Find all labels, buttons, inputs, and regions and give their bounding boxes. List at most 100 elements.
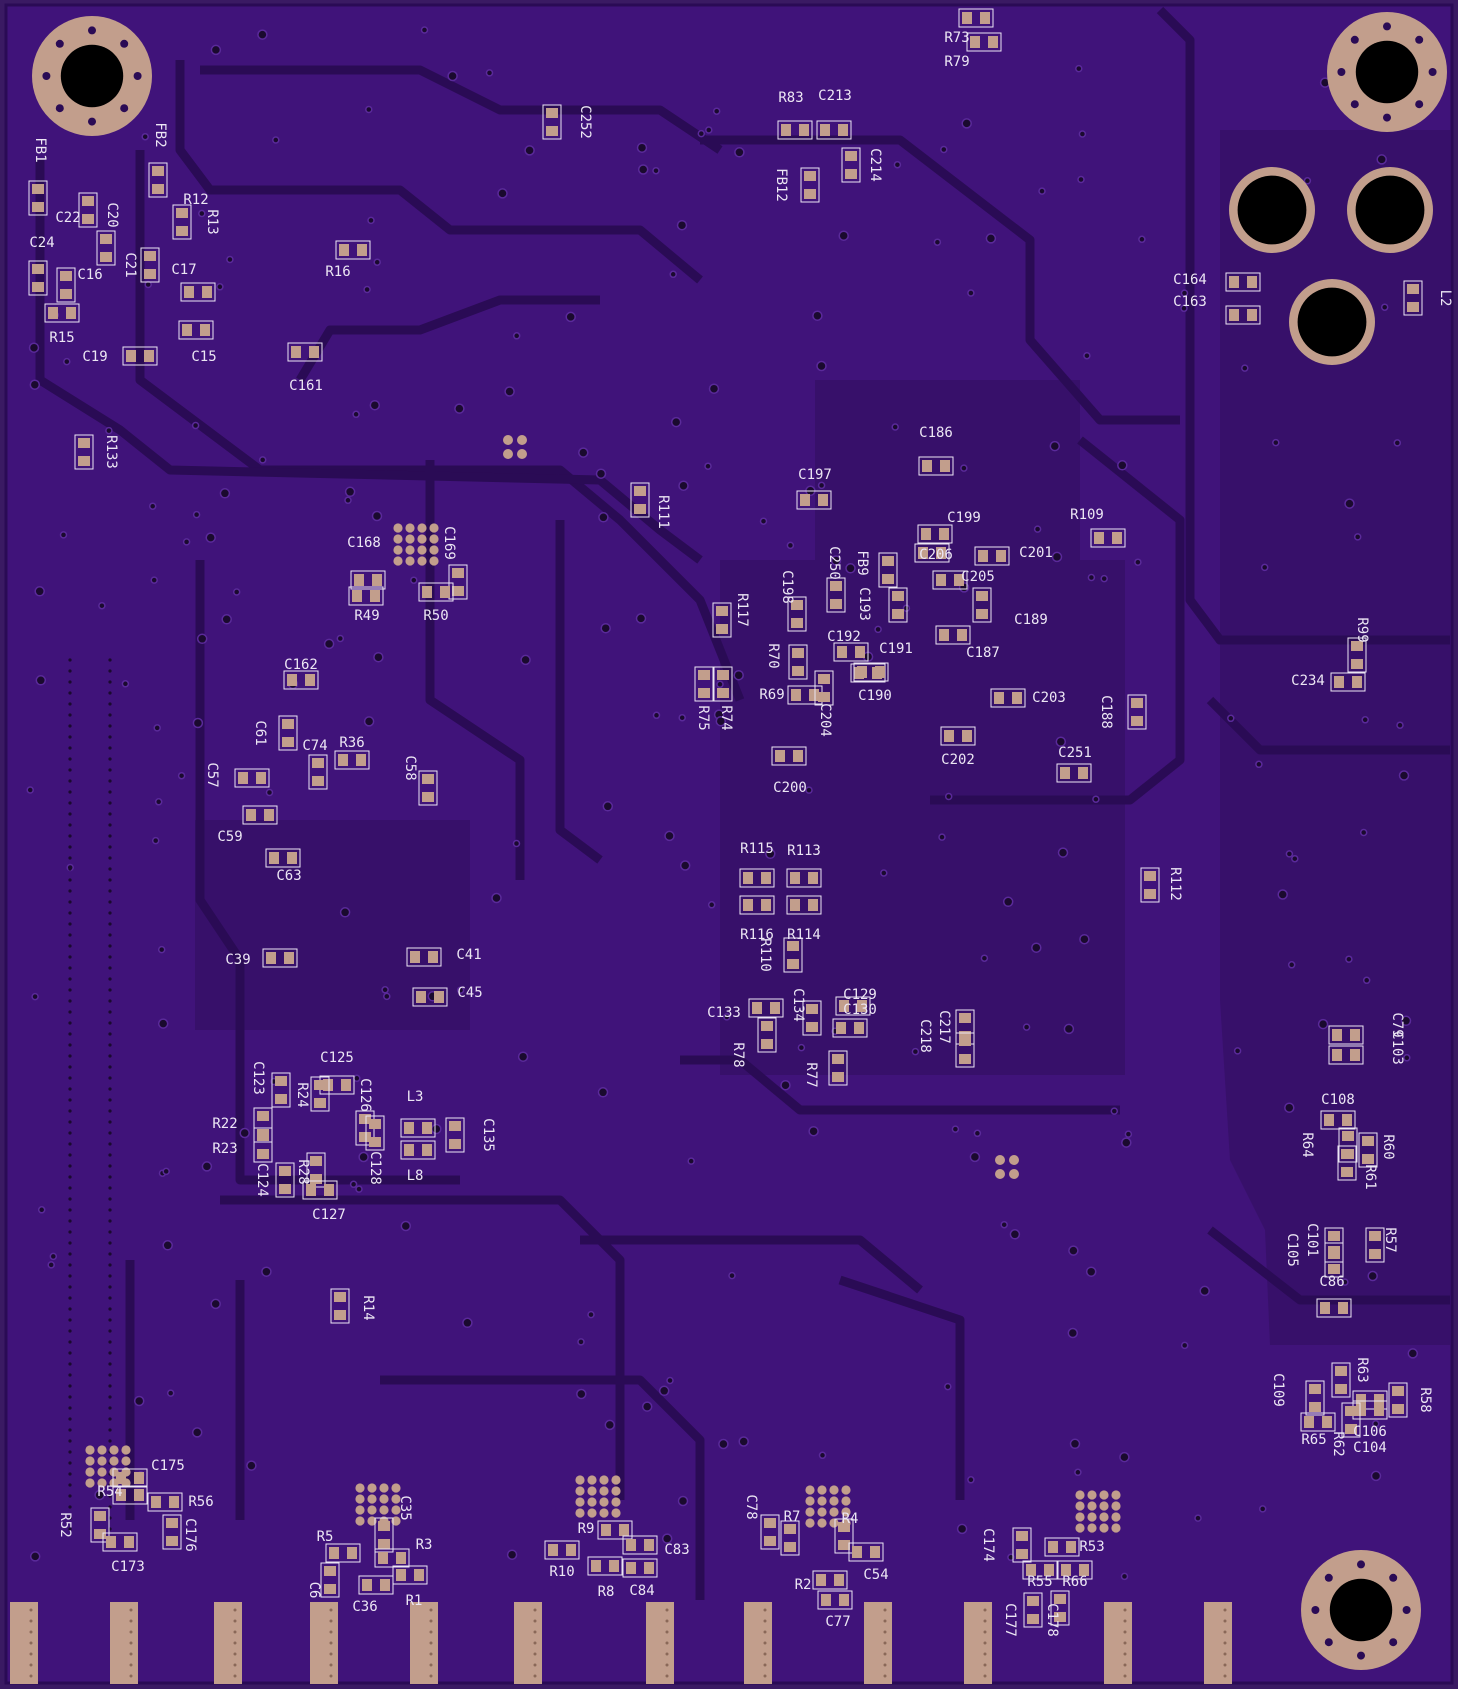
copper-trace bbox=[135, 150, 745, 702]
via bbox=[1361, 716, 1369, 724]
smd-component bbox=[44, 303, 80, 323]
via bbox=[1272, 438, 1280, 447]
silkscreen-designator: R58 bbox=[1417, 1387, 1433, 1412]
smd-component bbox=[271, 1072, 291, 1108]
smd-component bbox=[412, 987, 448, 1007]
via bbox=[597, 1087, 609, 1098]
via bbox=[68, 988, 72, 992]
via bbox=[1403, 1054, 1411, 1062]
silkscreen-designator: C186 bbox=[919, 425, 953, 441]
smd-component bbox=[712, 602, 732, 638]
via bbox=[108, 1406, 112, 1410]
silkscreen-designator: C24 bbox=[29, 235, 54, 251]
via bbox=[192, 717, 204, 729]
edge-pad bbox=[310, 1602, 338, 1684]
via bbox=[759, 517, 768, 525]
smd-component bbox=[834, 1518, 854, 1554]
via bbox=[1233, 1047, 1242, 1055]
smd-component bbox=[828, 1050, 848, 1086]
silkscreen-designator: C205 bbox=[961, 569, 995, 585]
via bbox=[210, 44, 222, 56]
via bbox=[108, 1219, 112, 1223]
smd-component bbox=[786, 868, 822, 888]
via bbox=[1022, 1023, 1031, 1031]
silkscreen-designator: C104 bbox=[1353, 1440, 1387, 1456]
via bbox=[94, 1489, 105, 1501]
smd-component bbox=[448, 564, 468, 600]
via bbox=[817, 481, 826, 490]
via bbox=[1277, 889, 1288, 900]
via bbox=[652, 166, 660, 175]
via bbox=[29, 379, 41, 390]
via bbox=[1359, 828, 1368, 837]
via bbox=[34, 586, 45, 597]
via bbox=[68, 845, 72, 849]
via bbox=[68, 1527, 72, 1531]
silkscreen-designator: C177 bbox=[1002, 1603, 1018, 1637]
smd-component bbox=[935, 625, 971, 645]
via bbox=[1180, 304, 1188, 313]
silkscreen-designator: R62 bbox=[1330, 1431, 1346, 1456]
via bbox=[239, 1127, 250, 1139]
silkscreen-designator: FB9 bbox=[854, 550, 870, 575]
via bbox=[705, 126, 713, 134]
via bbox=[1069, 1438, 1081, 1450]
via bbox=[1083, 351, 1091, 360]
via bbox=[108, 988, 112, 992]
via bbox=[154, 798, 163, 806]
smd-component bbox=[542, 104, 562, 140]
via bbox=[108, 669, 112, 673]
smd-component bbox=[1127, 694, 1147, 730]
via bbox=[669, 270, 677, 279]
smd-component bbox=[786, 895, 822, 915]
via bbox=[68, 1274, 72, 1278]
via bbox=[718, 1438, 729, 1450]
via bbox=[68, 1406, 72, 1410]
smd-component bbox=[140, 247, 160, 283]
smd-component bbox=[796, 490, 832, 510]
smd-component bbox=[1300, 1412, 1336, 1432]
via bbox=[108, 1153, 112, 1157]
via bbox=[108, 1010, 112, 1014]
silkscreen-designator: C126 bbox=[357, 1078, 373, 1112]
via bbox=[219, 488, 231, 499]
smd-component bbox=[1022, 1560, 1058, 1580]
silkscreen-designator: C109 bbox=[1270, 1373, 1286, 1407]
via bbox=[676, 219, 688, 231]
silkscreen-designator: C135 bbox=[480, 1118, 496, 1152]
silkscreen-designator: C206 bbox=[919, 547, 953, 563]
via bbox=[504, 386, 515, 397]
smd-component bbox=[253, 1127, 273, 1163]
silkscreen-designator: R73 bbox=[944, 30, 969, 46]
via bbox=[1002, 896, 1014, 908]
smd-component bbox=[265, 848, 301, 868]
via bbox=[98, 601, 106, 610]
via bbox=[108, 878, 112, 882]
smd-component bbox=[320, 1562, 340, 1598]
via bbox=[658, 1385, 670, 1397]
via bbox=[68, 1329, 72, 1333]
copper-trace bbox=[1156, 6, 1450, 645]
via bbox=[108, 1351, 112, 1355]
silkscreen-designator: R7 bbox=[784, 1509, 801, 1525]
via bbox=[68, 878, 72, 882]
via bbox=[604, 1419, 616, 1431]
smd-component bbox=[1056, 763, 1092, 783]
via bbox=[1370, 1470, 1382, 1482]
silkscreen-designator: C200 bbox=[773, 780, 807, 796]
via bbox=[68, 1109, 72, 1113]
silkscreen-designator: C204 bbox=[817, 703, 833, 737]
silkscreen-designator: R99 bbox=[1354, 617, 1370, 642]
via bbox=[874, 625, 882, 634]
silkscreen-designator: C105 bbox=[1284, 1233, 1300, 1267]
smd-component bbox=[112, 1468, 148, 1488]
edge-pad bbox=[744, 1602, 772, 1684]
via bbox=[221, 614, 232, 625]
via bbox=[108, 856, 112, 860]
via bbox=[108, 1329, 112, 1333]
silkscreen-designator: C6 bbox=[306, 1582, 322, 1599]
silkscreen-designator: R61 bbox=[1362, 1164, 1378, 1189]
via bbox=[715, 715, 727, 727]
copper-pour bbox=[195, 820, 470, 1030]
silkscreen-designator: C35 bbox=[397, 1495, 413, 1520]
